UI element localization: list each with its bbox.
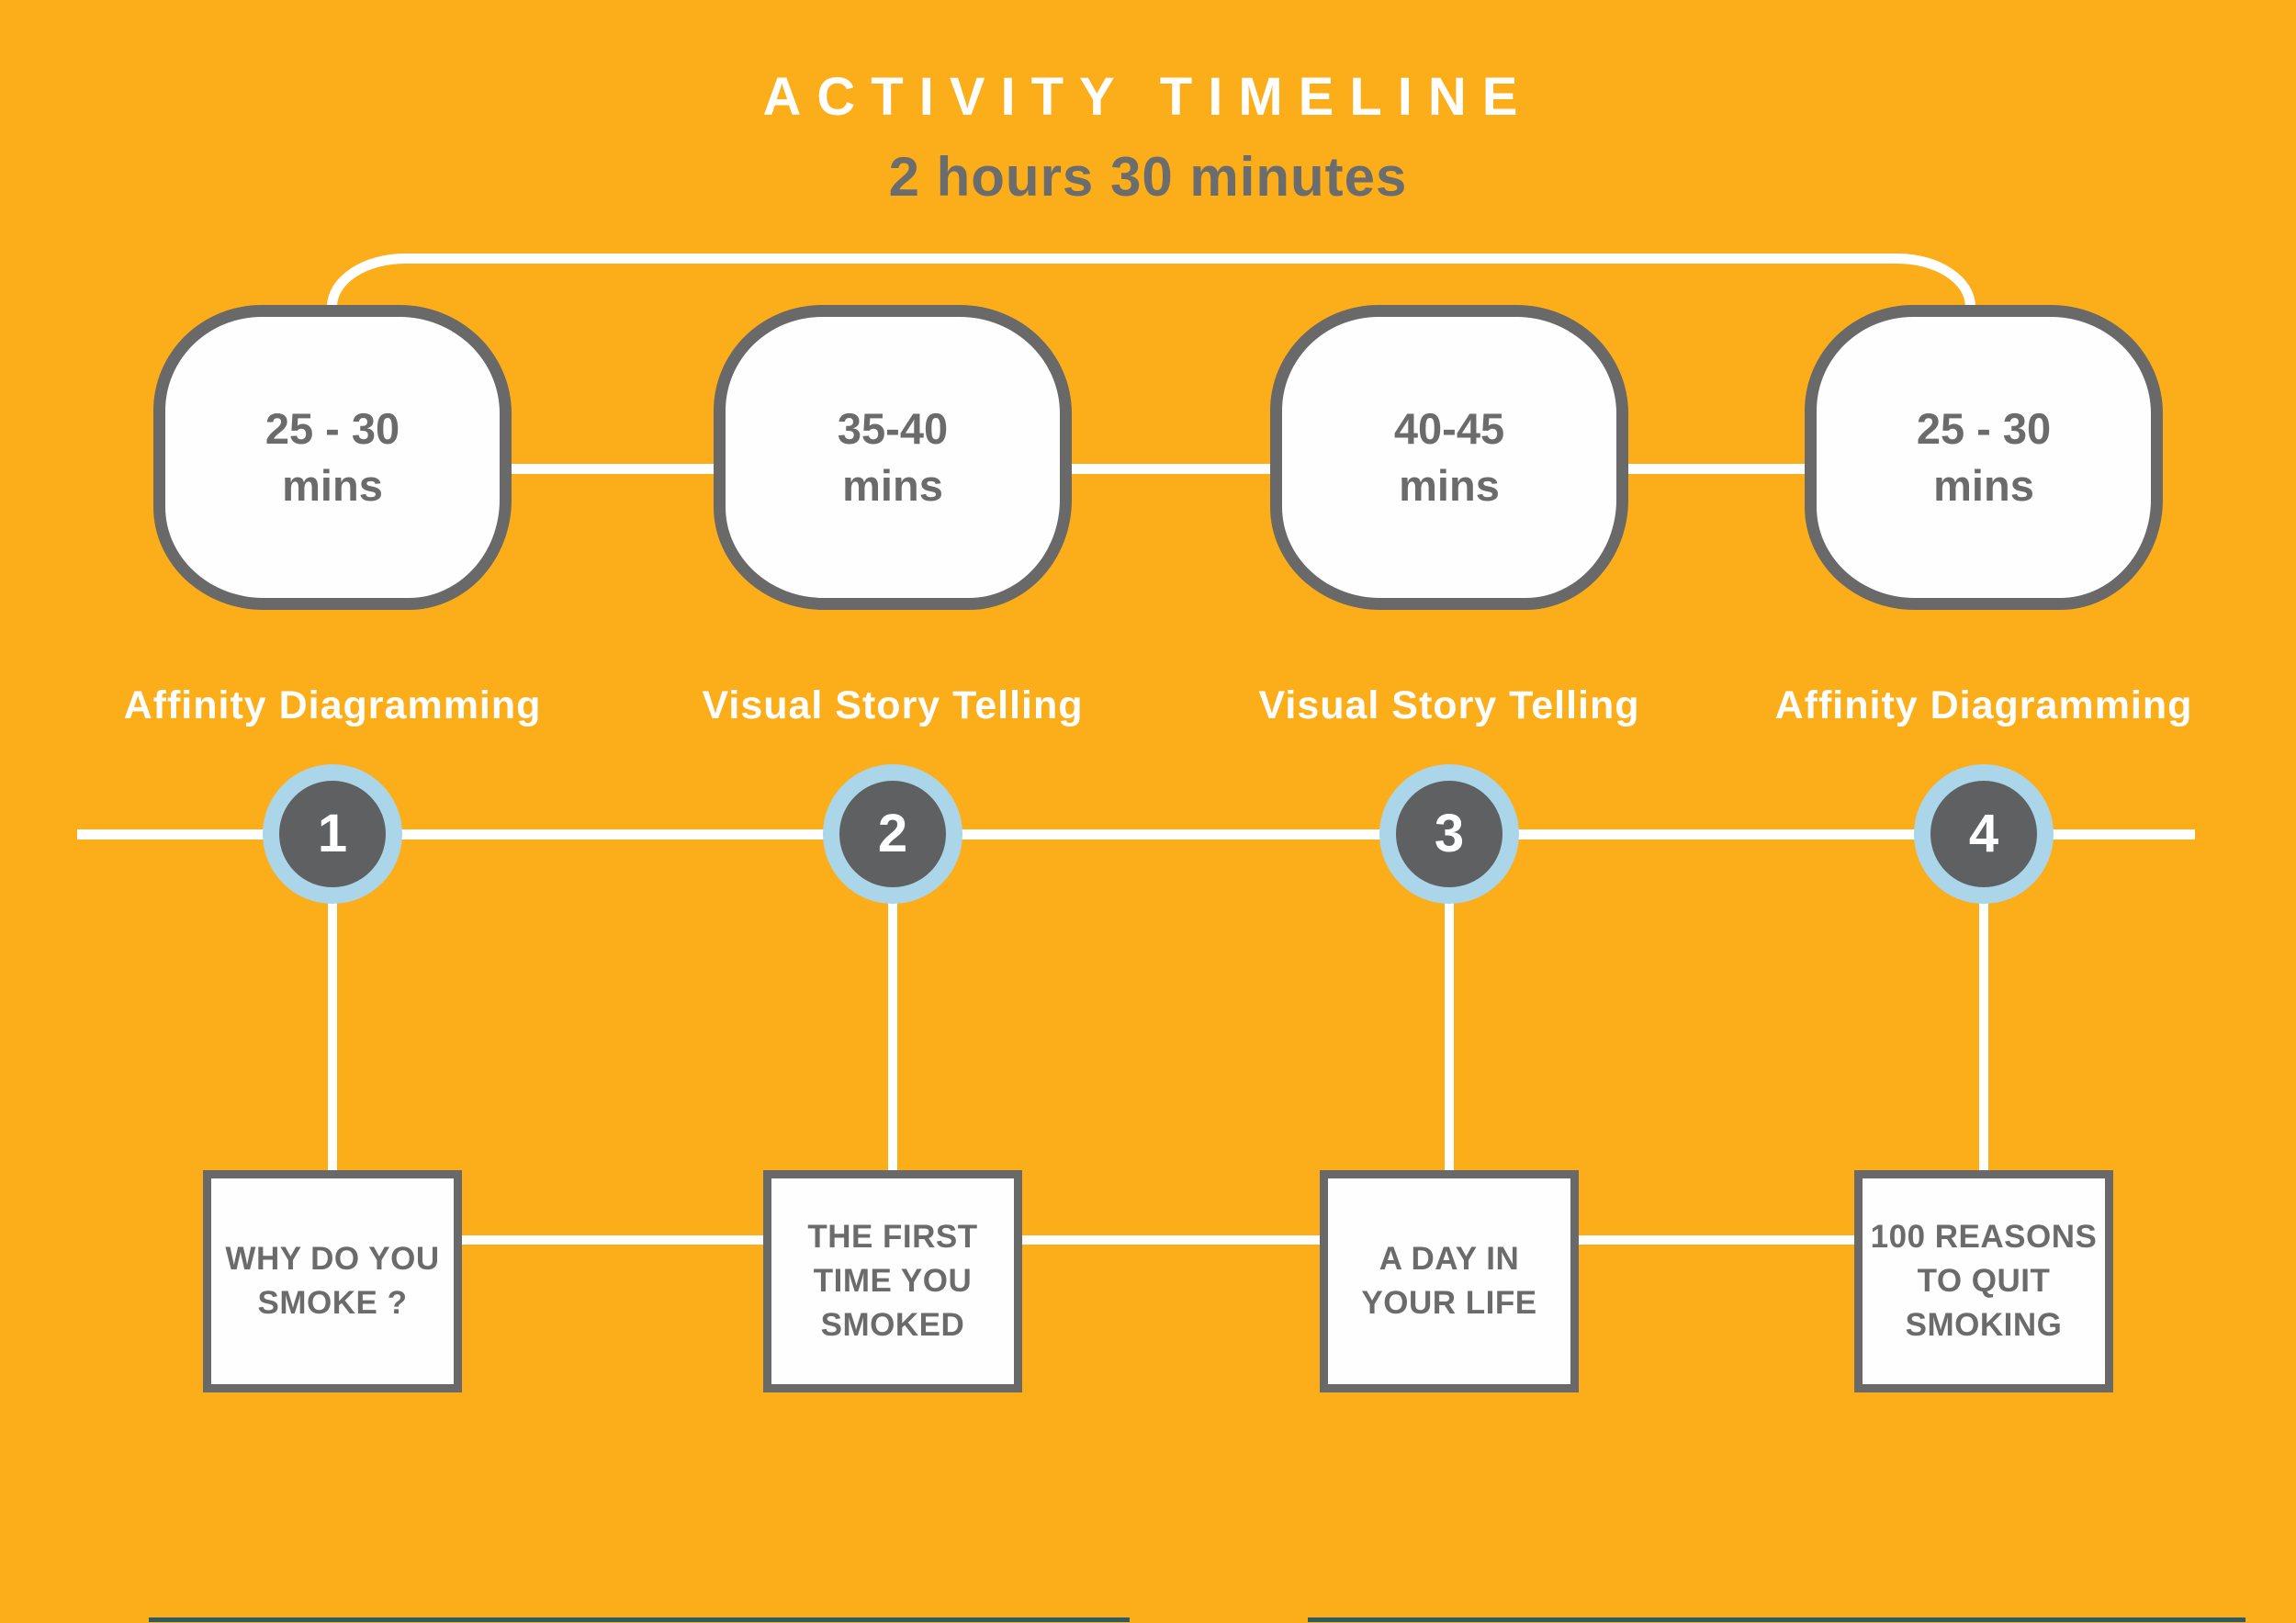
step-marker: 3 [1379,764,1519,904]
duration-text: 40-45 mins [1393,403,1505,510]
page-title: ACTIVITY TIMELINE [762,67,1534,127]
duration-text: 25 - 30 mins [264,403,400,510]
step-number: 3 [1434,804,1465,863]
vertical-connector-line [1445,900,1454,1174]
activity-label: Visual Story Telling [702,683,1084,727]
step-marker: 4 [1914,764,2054,904]
bottom-strip [149,1617,1130,1622]
blob-connector-line [332,464,1984,474]
step-number: 4 [1968,804,1999,863]
activity-label: Visual Story Telling [1258,683,1640,727]
duration-blob: 40-45 mins [1270,305,1628,610]
page-subtitle: 2 hours 30 minutes [888,146,1408,208]
step-circle: 1 [279,781,386,887]
task-box-connector-line [332,1235,1984,1245]
top-bracket-connector-line [327,254,1975,307]
duration-blob: 25 - 30 mins [1805,305,2163,610]
step-circle: 3 [1396,781,1503,887]
task-text: A DAY IN YOUR LIFE [1361,1240,1537,1321]
vertical-connector-line [888,900,897,1174]
activity-label: Affinity Diagramming [123,683,542,727]
step-marker: 2 [823,764,962,904]
step-marker: 1 [263,764,402,904]
task-box: A DAY IN YOUR LIFE [1320,1170,1579,1392]
duration-blob: 35-40 mins [714,305,1072,610]
activity-label: Affinity Diagramming [1774,683,2193,727]
task-text: 100 REASONS TO QUIT SMOKING [1870,1218,2098,1344]
timeline-line [77,829,2195,840]
task-text: WHY DO YOU SMOKE ? [225,1240,440,1321]
duration-text: 25 - 30 mins [1916,403,2052,510]
vertical-connector-line [328,900,337,1174]
vertical-connector-line [1979,900,1988,1174]
step-circle: 2 [839,781,946,887]
task-box: THE FIRST TIME YOU SMOKED [763,1170,1022,1392]
task-text: THE FIRST TIME YOU SMOKED [807,1218,978,1344]
step-number: 1 [317,804,348,863]
task-box: 100 REASONS TO QUIT SMOKING [1854,1170,2113,1392]
step-circle: 4 [1930,781,2037,887]
duration-blob: 25 - 30 mins [153,305,512,610]
step-number: 2 [877,804,908,863]
bottom-strip [1308,1617,2245,1622]
duration-text: 35-40 mins [837,403,949,510]
task-box: WHY DO YOU SMOKE ? [203,1170,462,1392]
